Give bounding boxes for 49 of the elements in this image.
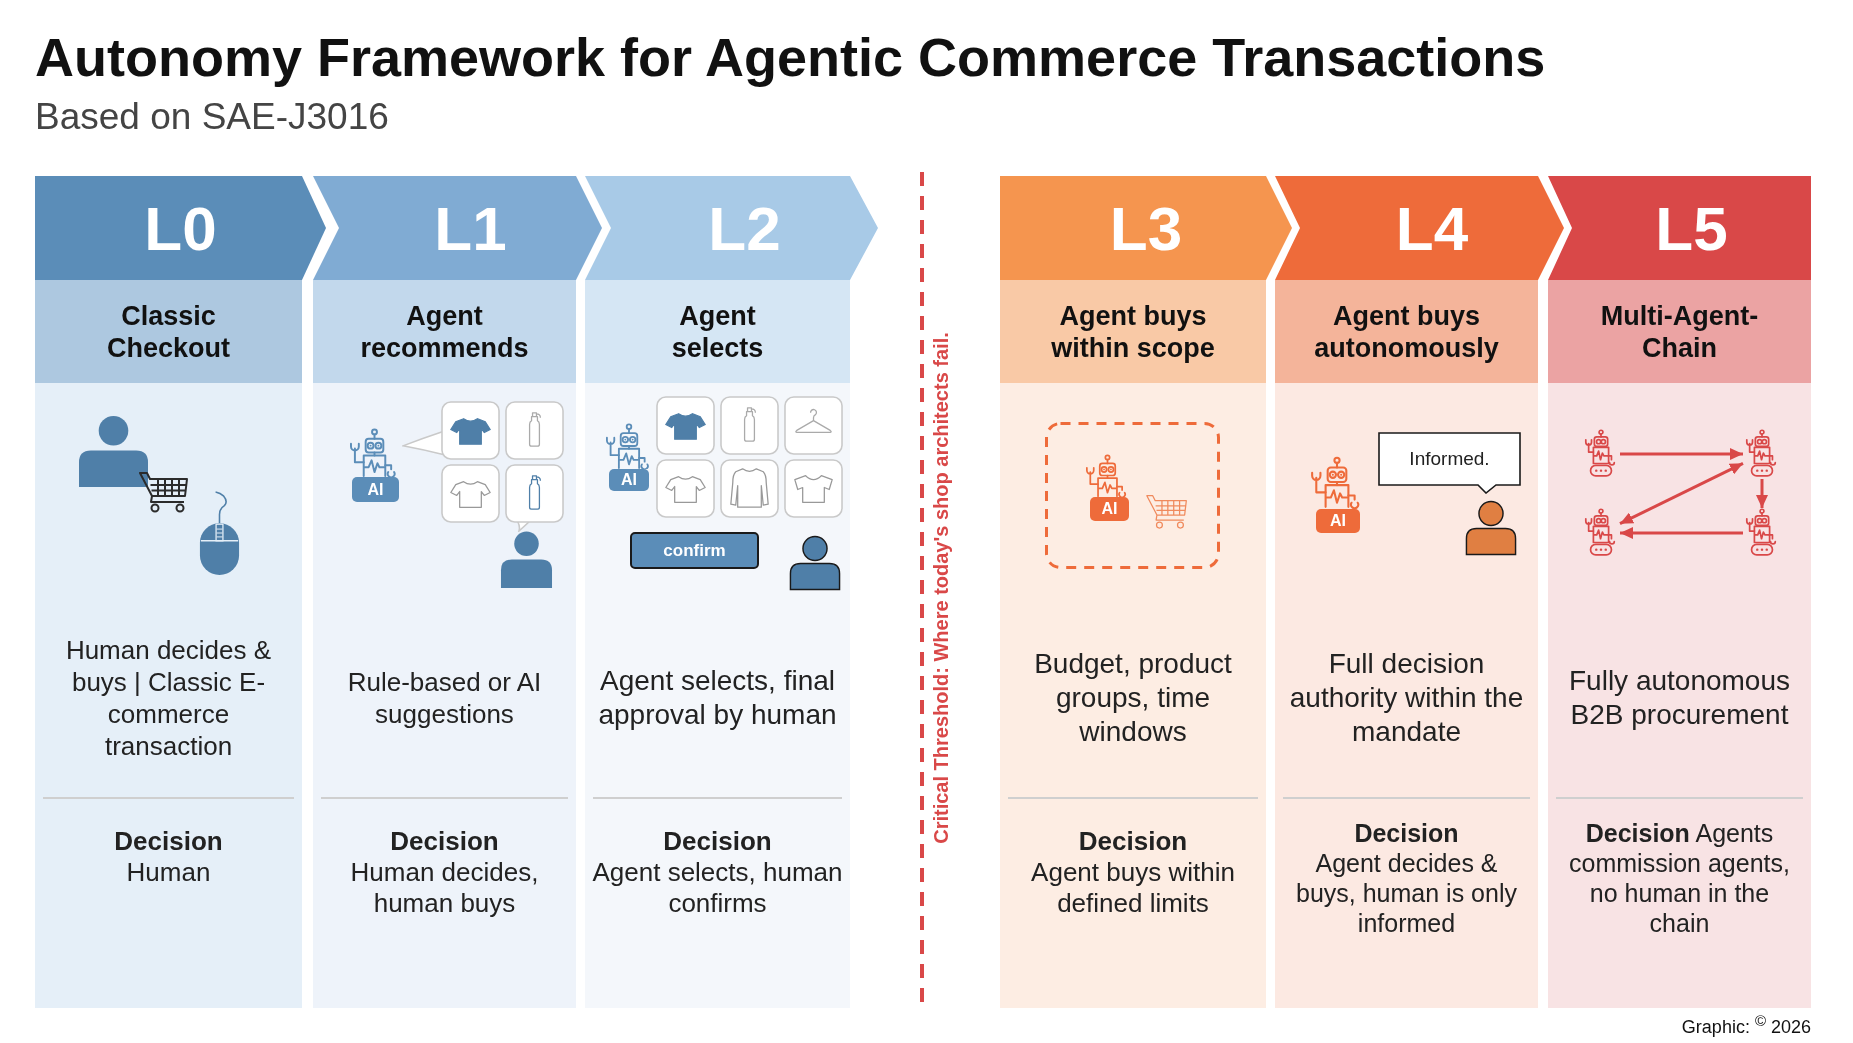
credit-text: Graphic: $^{©}$ 2026: [1681, 1011, 1811, 1038]
subtitle: Based on SAE-J3016: [35, 96, 389, 138]
level-header: Multi-Agent-Chain: [1548, 280, 1811, 383]
decision-heading: Decision: [390, 826, 499, 857]
level-panel: [1000, 383, 1266, 1008]
level-panel: [585, 383, 850, 1008]
arrow: [1620, 527, 1743, 539]
level-panel: [1548, 383, 1811, 1008]
ai-badge: AI: [609, 469, 649, 491]
speech-bubble: Informed.: [1378, 432, 1521, 494]
level-panel: [35, 383, 302, 1008]
arrow: [1620, 448, 1743, 460]
decision-text: Agent decides & buys, human is only informed: [1295, 848, 1518, 938]
decision-heading: Decision: [1354, 818, 1459, 848]
decision-text: Agent selects, human confirms: [591, 857, 844, 919]
description-text: Budget, product groups, time windows: [1033, 647, 1233, 749]
description-text: Rule-based or AI suggestions: [346, 666, 543, 730]
ai-badge: AI: [352, 477, 399, 502]
ai-badge: AI: [1090, 497, 1129, 521]
level-header: Agent selects: [585, 280, 850, 383]
description-text: Fully autonomous B2B procurement: [1568, 664, 1791, 732]
decision-heading: Decision: [114, 826, 223, 857]
title: Autonomy Framework for Agentic Commerce Transactions: [35, 26, 1546, 88]
decision-heading: Decision: [1078, 826, 1188, 857]
decision-text: Human: [126, 857, 211, 888]
level-banner: L5: [1548, 176, 1811, 280]
level-banner: L2: [585, 176, 878, 280]
description-text: Human decides & buys | Classic E-commerce transaction: [64, 634, 273, 762]
decision-heading: Decision: [663, 826, 772, 857]
confirm-button: confirm: [630, 532, 759, 569]
level-banner: L4: [1275, 176, 1564, 280]
decision-text: Human decides, human buys: [349, 857, 540, 919]
level-header: Agent buys autonomously: [1275, 280, 1538, 383]
decision-text: Agent buys within defined limits: [1030, 857, 1236, 919]
arrow: [1756, 479, 1768, 508]
description-text: Agent selects, final approval by human: [597, 664, 838, 732]
level-panel: [1275, 383, 1538, 1008]
arrow: [1619, 461, 1744, 526]
decision-text: Decision Agents commission agents, no human in the chain: [1568, 818, 1791, 938]
threshold-text: Critical Threshold: Where today's shop architects fail.: [929, 332, 953, 844]
ai-badge: AI: [1316, 509, 1360, 533]
level-header: Agent recommends: [313, 280, 576, 383]
level-header: Agent buys within scope: [1000, 280, 1266, 383]
description-text: Full decision authority within the mandate: [1288, 647, 1525, 749]
level-banner: L3: [1000, 176, 1292, 280]
level-banner: L1: [313, 176, 602, 280]
level-header: Classic Checkout: [35, 280, 302, 383]
level-banner: L0: [35, 176, 326, 280]
level-panel: [313, 383, 576, 1008]
